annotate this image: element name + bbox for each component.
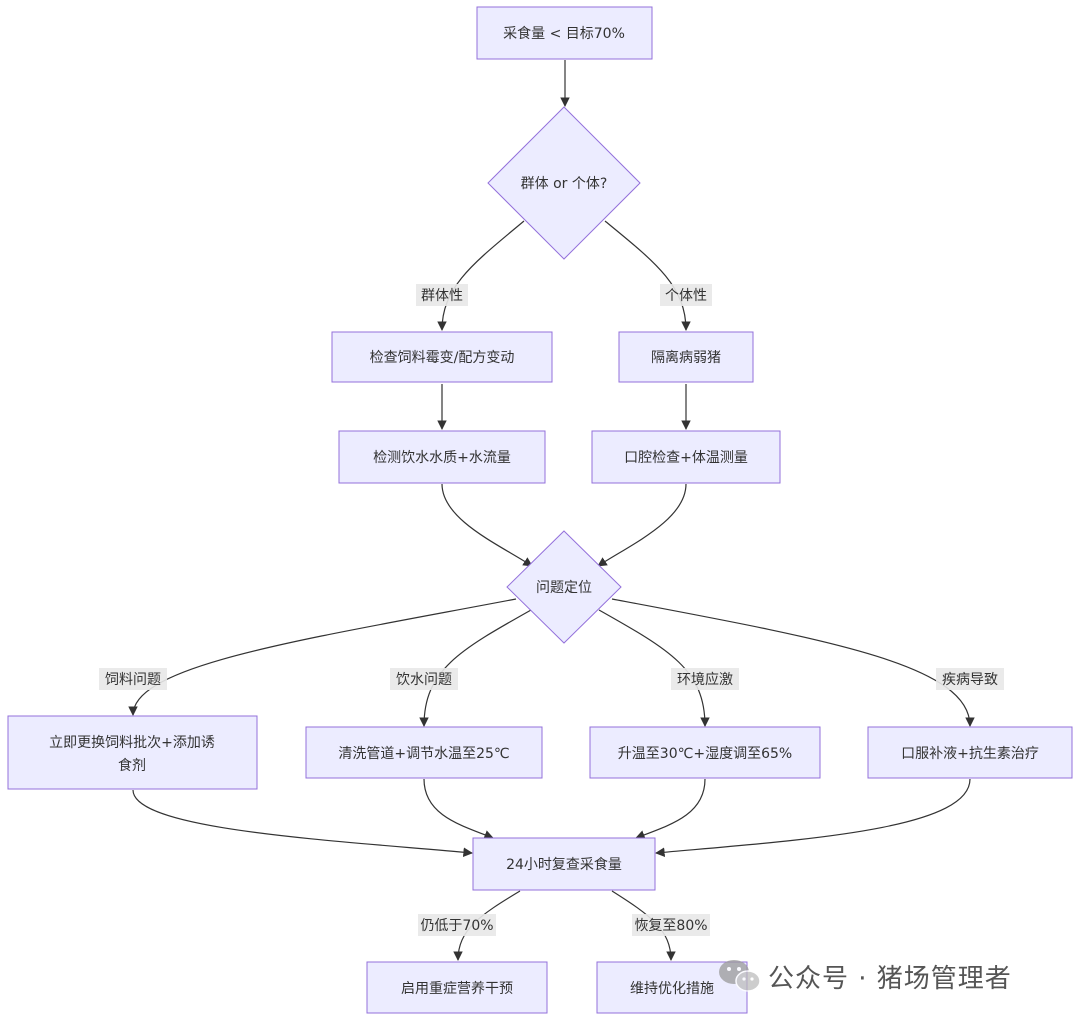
node-d2-label: 维持优化措施 [630, 981, 714, 997]
node-q1-label: 群体 or 个体? [521, 176, 608, 192]
watermark-text: 公众号 · 猪场管理者 [768, 964, 1012, 994]
edge-a2-to-q2 [441, 483, 533, 567]
node-recheck-label: 24小时复查采食量 [506, 856, 622, 873]
edge-label-individual: 个体性 [665, 288, 707, 304]
node-c1-label-line1: 立即更换饲料批次+添加诱 [49, 734, 215, 751]
edge-q2-to-c1 [128, 598, 517, 716]
node-test-water[interactable]: 检测饮水水质+水流量 [338, 430, 546, 484]
node-start[interactable]: 采食量 < 目标70% [476, 6, 653, 60]
node-check-feed[interactable]: 检查饲料霉变/配方变动 [331, 331, 553, 383]
edge-b2-to-q2 [597, 483, 687, 567]
node-oral-rehydration[interactable]: 口服补液+抗生素治疗 [867, 726, 1073, 779]
node-d1-label: 启用重症营养干预 [401, 981, 513, 997]
edge-label-water: 饮水问题 [396, 672, 452, 688]
edge-q1-to-a1 [437, 220, 525, 331]
node-clean-pipes[interactable]: 清洗管道+调节水温至25℃ [305, 726, 543, 779]
edge-q2-to-c2 [419, 609, 532, 727]
node-replace-feed[interactable]: 立即更换饲料批次+添加诱 食剂 [7, 715, 258, 790]
edge-label-feed: 饲料问题 [105, 672, 161, 688]
edge-q2-to-c3 [598, 609, 710, 727]
edge-label-recovered: 恢复至80% [634, 917, 707, 934]
node-adjust-temperature[interactable]: 升温至30℃+湿度调至65% [589, 726, 821, 779]
node-b2-label: 口腔检查+体温测量 [624, 450, 748, 466]
edge-c1-to-recheck [132, 789, 473, 857]
node-decision-group-or-individual[interactable]: 群体 or 个体? [487, 106, 641, 260]
node-isolate-sick-pigs[interactable]: 隔离病弱猪 [618, 331, 754, 383]
node-c4-label: 口服补液+抗生素治疗 [901, 746, 1039, 762]
edge-label-still-low: 仍低于70% [420, 918, 493, 934]
edge-q1-to-b1 [604, 220, 691, 331]
node-severe-nutrition[interactable]: 启用重症营养干预 [366, 961, 548, 1014]
node-oral-exam-temperature[interactable]: 口腔检查+体温测量 [591, 430, 781, 484]
edge-label-group: 群体性 [421, 288, 463, 304]
node-c2-label: 清洗管道+调节水温至25℃ [338, 746, 509, 762]
node-c3-label: 升温至30℃+湿度调至65% [618, 746, 792, 762]
edge-q2-to-c4 [611, 598, 975, 727]
edge-label-disease: 疾病导致 [942, 672, 998, 688]
edge-label-environment: 环境应激 [677, 671, 733, 688]
node-c1-label-line2: 食剂 [118, 757, 146, 774]
edge-c3-to-recheck [635, 778, 706, 840]
edges [128, 60, 975, 961]
wechat-icon [719, 960, 761, 992]
edge-labels: 群体性 个体性 饲料问题 饮水问题 环境应激 疾病导致 仍低于70% 恢复至80… [99, 284, 1004, 936]
node-recheck-24h[interactable]: 24小时复查采食量 [472, 837, 656, 891]
node-q2-label: 问题定位 [536, 580, 592, 596]
node-b1-label: 隔离病弱猪 [651, 349, 721, 366]
edge-c2-to-recheck [423, 778, 494, 840]
node-start-label: 采食量 < 目标70% [503, 25, 625, 42]
edge-c4-to-recheck [655, 778, 971, 858]
nodes: 采食量 < 目标70% 群体 or 个体? 检查饲料霉变/配方变动 隔离病弱猪 … [7, 6, 1073, 1014]
node-decision-locate-problem[interactable]: 问题定位 [506, 530, 622, 644]
watermark: 公众号 · 猪场管理者 [719, 960, 1012, 994]
node-a2-label: 检测饮水水质+水流量 [373, 450, 511, 466]
node-a1-label: 检查饲料霉变/配方变动 [370, 350, 515, 366]
